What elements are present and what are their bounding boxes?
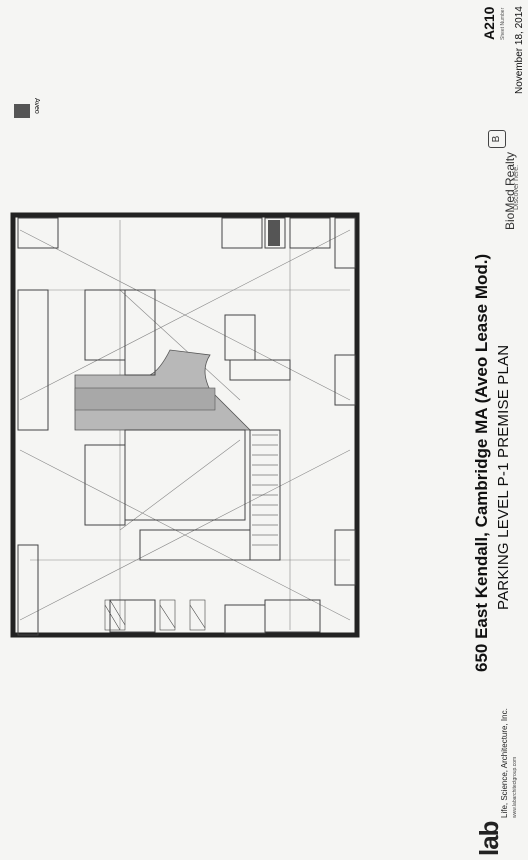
interior-rooms	[17, 217, 356, 636]
hatched-stalls	[104, 599, 206, 631]
legend-label: Aveo	[33, 98, 40, 114]
client-tagline: Discover here.	[513, 164, 520, 210]
architect-logo: lab	[474, 821, 504, 856]
dark-shaft	[268, 220, 280, 246]
sheet-number-label: Sheet Number	[500, 7, 506, 40]
sheet-date: November 18, 2014	[514, 6, 525, 94]
drawing-title: PARKING LEVEL P-1 PREMISE PLAN	[495, 344, 512, 610]
architect-tagline: Life, Science, Architecture, Inc.	[500, 708, 509, 818]
stair-treads	[252, 434, 278, 546]
legend-swatch-aveo	[14, 104, 30, 118]
sheet-number: A210	[481, 6, 497, 40]
architect-website: www.labarchitectgroup.com	[512, 756, 518, 818]
biomed-logo-icon: B	[488, 130, 506, 148]
outer-wall	[10, 212, 360, 638]
project-title: 650 East Kendall, Cambridge MA (Aveo Lea…	[472, 253, 491, 672]
floor-plan	[10, 212, 360, 638]
